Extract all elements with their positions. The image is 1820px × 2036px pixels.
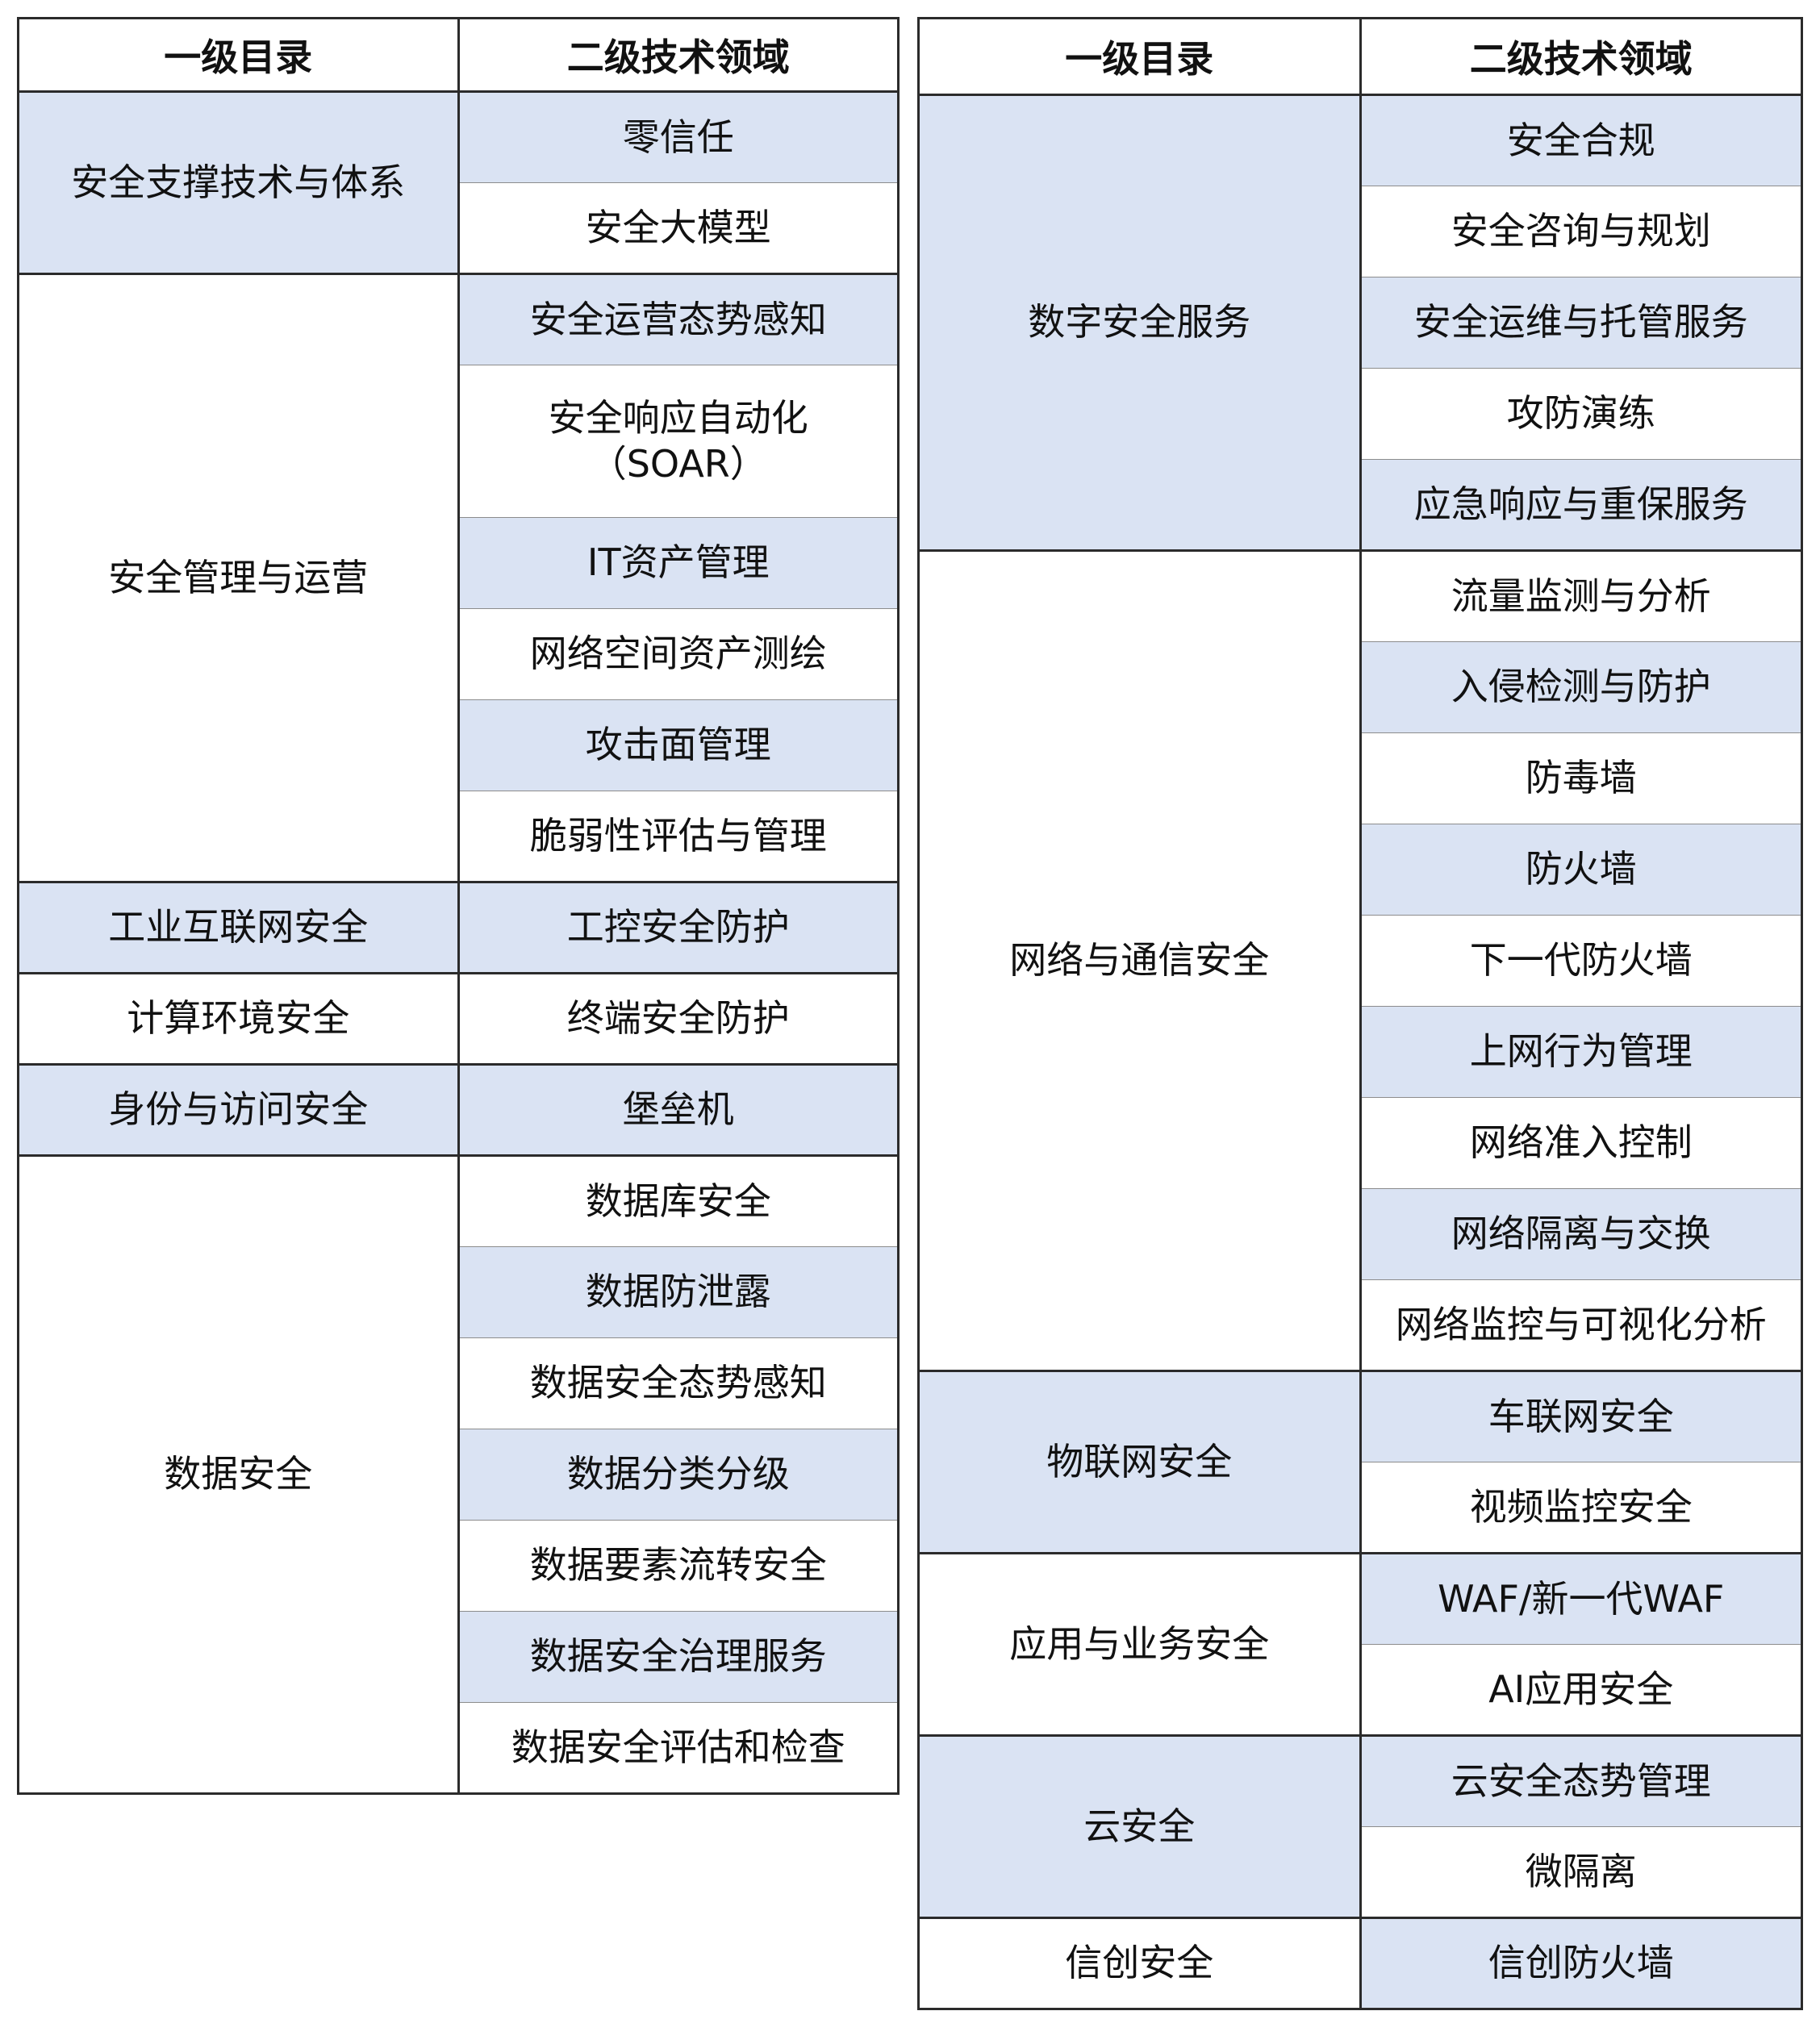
table-row: 网络准入控制	[919, 1097, 1803, 1189]
level2-domain-cell: 防火墙	[1359, 824, 1803, 916]
level1-header: 一级目录	[17, 17, 460, 93]
level2-domain-cell: IT资产管理	[457, 517, 900, 609]
table-row: 下一代防火墙	[919, 915, 1803, 1007]
table-row: 身份与访问安全堡垒机	[17, 1063, 900, 1157]
table-row: 工业互联网安全工控安全防护	[17, 881, 900, 974]
level2-domain-cell: 车联网安全	[1359, 1370, 1803, 1462]
level1-category-cell: 计算环境安全	[17, 972, 460, 1066]
level2-domain-cell: 云安全态势管理	[1359, 1734, 1803, 1827]
level2-domain-cell: 安全合规	[1359, 94, 1803, 186]
level1-category-cell: 安全管理与运营	[17, 273, 460, 883]
level1-category-cell: 数据安全	[17, 1154, 460, 1795]
table-row: 微隔离	[919, 1826, 1803, 1919]
level2-domain-cell: 微隔离	[1359, 1826, 1803, 1919]
level1-category-cell: 数字安全服务	[917, 94, 1362, 552]
level2-domain-cell: 攻击面管理	[457, 699, 900, 791]
table-row: 安全运维与托管服务	[919, 277, 1803, 369]
level2-domain-cell: 网络隔离与交换	[1359, 1188, 1803, 1280]
level2-domain-cell: 应急响应与重保服务	[1359, 459, 1803, 552]
level2-domain-cell: 数据防泄露	[457, 1246, 900, 1338]
right-table-body: 数字安全服务安全合规安全咨询与规划安全运维与托管服务攻防演练应急响应与重保服务网…	[917, 94, 1803, 2010]
level1-category-cell: 身份与访问安全	[17, 1063, 460, 1157]
table-row: 信创安全信创防火墙	[917, 1917, 1803, 2010]
table-row: 数据安全评估和检查	[19, 1702, 900, 1795]
table-row: AI应用安全	[919, 1644, 1803, 1737]
level1-category-cell: 应用与业务安全	[917, 1552, 1362, 1737]
table-row: 攻防演练	[919, 368, 1803, 460]
level2-domain-cell: 终端安全防护	[457, 972, 900, 1066]
table-row: 防毒墙	[919, 732, 1803, 824]
table-row: 数据防泄露	[19, 1246, 900, 1338]
level2-domain-cell: 安全咨询与规划	[1359, 186, 1803, 277]
level2-domain-cell: AI应用安全	[1359, 1644, 1803, 1737]
table-row: 数据安全治理服务	[19, 1611, 900, 1703]
header-row: 一级目录 二级技术领域	[917, 17, 1803, 96]
header-row: 一级目录 二级技术领域	[17, 17, 900, 93]
table-row: 应急响应与重保服务	[919, 459, 1803, 552]
left-table-body: 安全支撑技术与体系零信任安全大模型安全管理与运营安全运营态势感知安全响应自动化（…	[17, 90, 900, 1795]
level2-domain-cell: 流量监测与分析	[1359, 549, 1803, 642]
table-row: 安全响应自动化（SOAR）	[19, 365, 900, 518]
table-row: 安全咨询与规划	[919, 186, 1803, 277]
table-row: 安全大模型	[19, 182, 900, 275]
level2-domain-cell: 防毒墙	[1359, 732, 1803, 824]
level2-domain-cell: 下一代防火墙	[1359, 915, 1803, 1007]
level2-domain-cell: WAF/新一代WAF	[1359, 1552, 1803, 1645]
table-row: 脆弱性评估与管理	[19, 791, 900, 883]
level1-category-cell: 物联网安全	[917, 1370, 1362, 1554]
level2-domain-cell: 安全运维与托管服务	[1359, 277, 1803, 369]
table-row: 视频监控安全	[919, 1462, 1803, 1554]
level2-domain-cell: 数据安全态势感知	[457, 1337, 900, 1429]
level2-header: 二级技术领域	[1359, 17, 1803, 96]
left-category-table: 一级目录 二级技术领域 安全支撑技术与体系零信任安全大模型安全管理与运营安全运营…	[17, 17, 900, 1795]
table-row: 计算环境安全终端安全防护	[17, 972, 900, 1066]
level1-category-cell: 信创安全	[917, 1917, 1362, 2010]
level1-category-cell: 安全支撑技术与体系	[17, 90, 460, 275]
level2-domain-cell: 网络准入控制	[1359, 1097, 1803, 1189]
table-row: 攻击面管理	[19, 699, 900, 791]
level2-domain-cell: 上网行为管理	[1359, 1006, 1803, 1098]
level2-domain-cell: 数据安全治理服务	[457, 1611, 900, 1703]
level2-domain-cell: 数据分类分级	[457, 1429, 900, 1521]
level1-category-cell: 网络与通信安全	[917, 549, 1362, 1372]
level2-domain-cell: 攻防演练	[1359, 368, 1803, 460]
level1-category-cell: 云安全	[917, 1734, 1362, 1919]
table-row: 网络隔离与交换	[919, 1188, 1803, 1280]
level2-domain-cell: 数据要素流转安全	[457, 1520, 900, 1612]
table-row: 数字安全服务安全合规	[917, 94, 1803, 552]
table-row: 数据安全态势感知	[19, 1337, 900, 1429]
level2-domain-cell: 脆弱性评估与管理	[457, 791, 900, 883]
table-row: 网络与通信安全流量监测与分析	[917, 549, 1803, 1372]
table-row: 安全支撑技术与体系零信任	[17, 90, 900, 275]
level2-domain-cell: 零信任	[457, 90, 900, 183]
table-row: 网络监控与可视化分析	[919, 1279, 1803, 1372]
table-row: 入侵检测与防护	[919, 641, 1803, 733]
level2-domain-cell: 视频监控安全	[1359, 1462, 1803, 1554]
level2-domain-cell: 入侵检测与防护	[1359, 641, 1803, 733]
table-row: 数据要素流转安全	[19, 1520, 900, 1612]
level2-domain-cell: 安全运营态势感知	[457, 273, 900, 365]
right-category-table: 一级目录 二级技术领域 数字安全服务安全合规安全咨询与规划安全运维与托管服务攻防…	[917, 17, 1803, 2010]
level2-domain-cell: 网络监控与可视化分析	[1359, 1279, 1803, 1372]
level1-header: 一级目录	[917, 17, 1362, 96]
table-row: 数据分类分级	[19, 1429, 900, 1521]
table-row: 安全管理与运营安全运营态势感知	[17, 273, 900, 883]
table-row: 云安全云安全态势管理	[917, 1734, 1803, 1919]
level2-domain-cell: 数据安全评估和检查	[457, 1702, 900, 1795]
level2-domain-cell: 网络空间资产测绘	[457, 608, 900, 700]
table-row: IT资产管理	[19, 517, 900, 609]
level2-domain-cell: 堡垒机	[457, 1063, 900, 1157]
table-row: 防火墙	[919, 824, 1803, 916]
level2-domain-cell: 安全响应自动化（SOAR）	[457, 365, 900, 518]
table-row: 物联网安全车联网安全	[917, 1370, 1803, 1554]
level2-domain-cell: 信创防火墙	[1359, 1917, 1803, 2010]
level2-header: 二级技术领域	[457, 17, 900, 93]
level2-domain-cell: 数据库安全	[457, 1154, 900, 1247]
table-row: 数据安全数据库安全	[17, 1154, 900, 1795]
level1-category-cell: 工业互联网安全	[17, 881, 460, 974]
level2-domain-cell: 安全大模型	[457, 182, 900, 275]
level2-domain-cell: 工控安全防护	[457, 881, 900, 974]
